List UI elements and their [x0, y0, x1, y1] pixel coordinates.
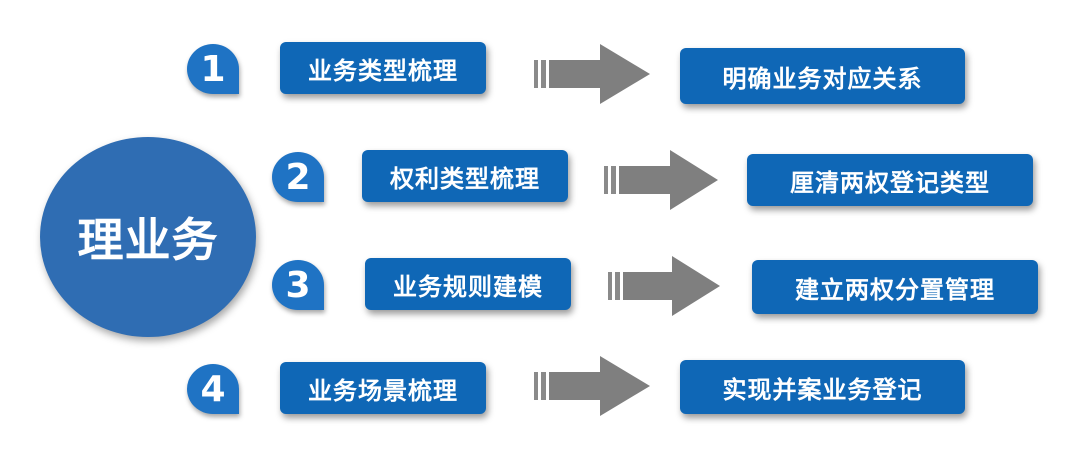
step-1-target-label: 明确业务对应关系 — [722, 64, 923, 93]
step-3-arrow — [608, 256, 720, 316]
step-2-source-label: 权利类型梳理 — [390, 164, 540, 193]
center-label: 理业务 — [77, 213, 219, 267]
step-2-number: 2 — [285, 156, 311, 198]
step-4-target-box: 实现并案业务登记 — [680, 360, 965, 414]
step-3-target-box: 建立两权分置管理 — [752, 260, 1038, 314]
step-4-badge: 4 — [187, 364, 239, 414]
step-4-source-box: 业务场景梳理 — [280, 362, 486, 414]
step-2-source-box: 权利类型梳理 — [362, 150, 568, 202]
step-4-target-label: 实现并案业务登记 — [722, 375, 923, 404]
step-1-arrow — [534, 44, 650, 104]
step-3-source-label: 业务规则建模 — [393, 272, 543, 301]
step-3-badge: 3 — [272, 260, 324, 310]
step-4-arrow — [534, 356, 650, 416]
step-3-source-box: 业务规则建模 — [365, 258, 571, 310]
step-3-number: 3 — [285, 264, 311, 306]
step-1-number: 1 — [200, 48, 226, 90]
step-1-badge: 1 — [187, 44, 239, 94]
step-4-number: 4 — [200, 368, 226, 410]
step-1-source-box: 业务类型梳理 — [280, 42, 486, 94]
step-4-source-label: 业务场景梳理 — [308, 376, 458, 405]
step-1-source-label: 业务类型梳理 — [308, 56, 458, 85]
step-2-target-box: 厘清两权登记类型 — [747, 154, 1033, 206]
step-2-target-label: 厘清两权登记类型 — [790, 168, 990, 197]
step-2-badge: 2 — [272, 152, 324, 202]
step-3-target-label: 建立两权分置管理 — [795, 275, 995, 304]
step-1-target-box: 明确业务对应关系 — [680, 48, 965, 104]
step-2-arrow — [604, 150, 718, 210]
center-circle: 理业务 — [40, 137, 256, 337]
